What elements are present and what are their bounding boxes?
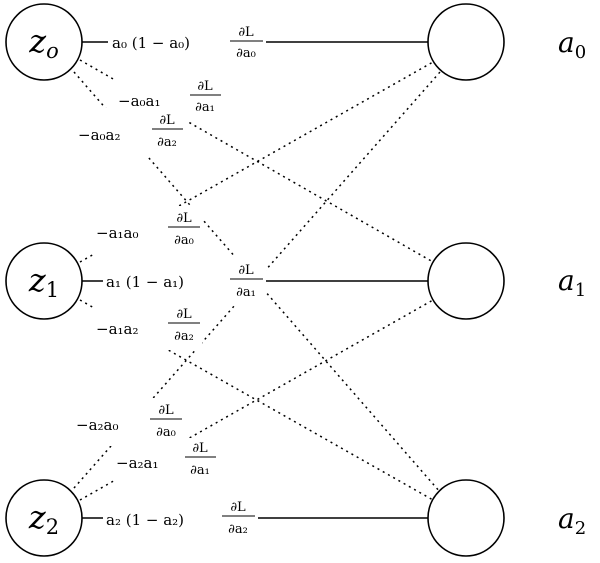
edge-label-den: ∂a₀: [156, 425, 176, 440]
edge-label-num: ∂L: [238, 263, 254, 278]
svg-text:z1: z1: [28, 261, 59, 302]
output-label-a1: a1: [558, 264, 586, 301]
edge-label-den: ∂a₂: [228, 522, 248, 537]
input-node-z1: z1: [5, 242, 83, 320]
edge-label-coef: −a₁a₂: [96, 320, 138, 338]
edge-label-den: ∂a₁: [236, 285, 256, 300]
edge-label-den: ∂a₀: [236, 46, 256, 61]
edge-label-num: ∂L: [176, 211, 192, 226]
edge-label-z1-a0: −a₁a₀ ∂L ∂a₀: [94, 206, 202, 256]
edge-label-coef: −a₀a₂: [78, 126, 120, 144]
edge-label-z0-a2: −a₀a₂ ∂L ∂a₂: [76, 108, 184, 156]
edge-label-coef: a₁ (1 − a₁): [106, 273, 184, 291]
edge-label-coef: a₀ (1 − a₀): [112, 34, 190, 52]
edge-label-coef: −a₂a₁: [116, 454, 158, 472]
edge-label-z0-a0: a₀ (1 − a₀) ∂L ∂a₀: [108, 16, 266, 66]
edge-label-num: ∂L: [192, 441, 208, 456]
edge-label-den: ∂a₂: [174, 329, 194, 344]
edge-label-den: ∂a₀: [174, 233, 194, 248]
output-node-a2: [427, 479, 505, 557]
input-node-z0: zo: [5, 3, 83, 81]
svg-text:z2: z2: [28, 498, 59, 539]
edge-label-den: ∂a₁: [195, 100, 215, 115]
edge-label-den: ∂a₁: [190, 463, 210, 478]
edge-label-num: ∂L: [197, 79, 213, 94]
edge-label-z1-a2: −a₁a₂ ∂L ∂a₂: [94, 302, 202, 350]
edge-label-z2-a1: −a₂a₁ ∂L ∂a₁: [114, 438, 218, 484]
edge-label-num: ∂L: [238, 25, 254, 40]
edge-label-z2-a2: a₂ (1 − a₂) ∂L ∂a₂: [103, 494, 258, 542]
edge-label-z1-a1: a₁ (1 − a₁) ∂L ∂a₁: [103, 256, 266, 304]
output-node-a0: [427, 3, 505, 81]
edge-label-den: ∂a₂: [157, 135, 177, 150]
edge-label-coef: −a₂a₀: [76, 416, 118, 434]
output-node-a1: [427, 242, 505, 320]
edge-label-num: ∂L: [230, 500, 246, 515]
edge-label-num: ∂L: [159, 113, 175, 128]
edge-label-num: ∂L: [158, 403, 174, 418]
edge-label-num: ∂L: [176, 307, 192, 322]
output-label-a0: a0: [558, 26, 586, 63]
svg-text:zo: zo: [28, 22, 59, 63]
edge-label-coef: −a₀a₁: [118, 92, 160, 110]
edge-label-coef: a₂ (1 − a₂): [106, 511, 184, 529]
edge-label-coef: −a₁a₀: [96, 224, 138, 242]
input-node-z2: z2: [5, 479, 83, 557]
output-label-a2: a2: [558, 502, 586, 539]
